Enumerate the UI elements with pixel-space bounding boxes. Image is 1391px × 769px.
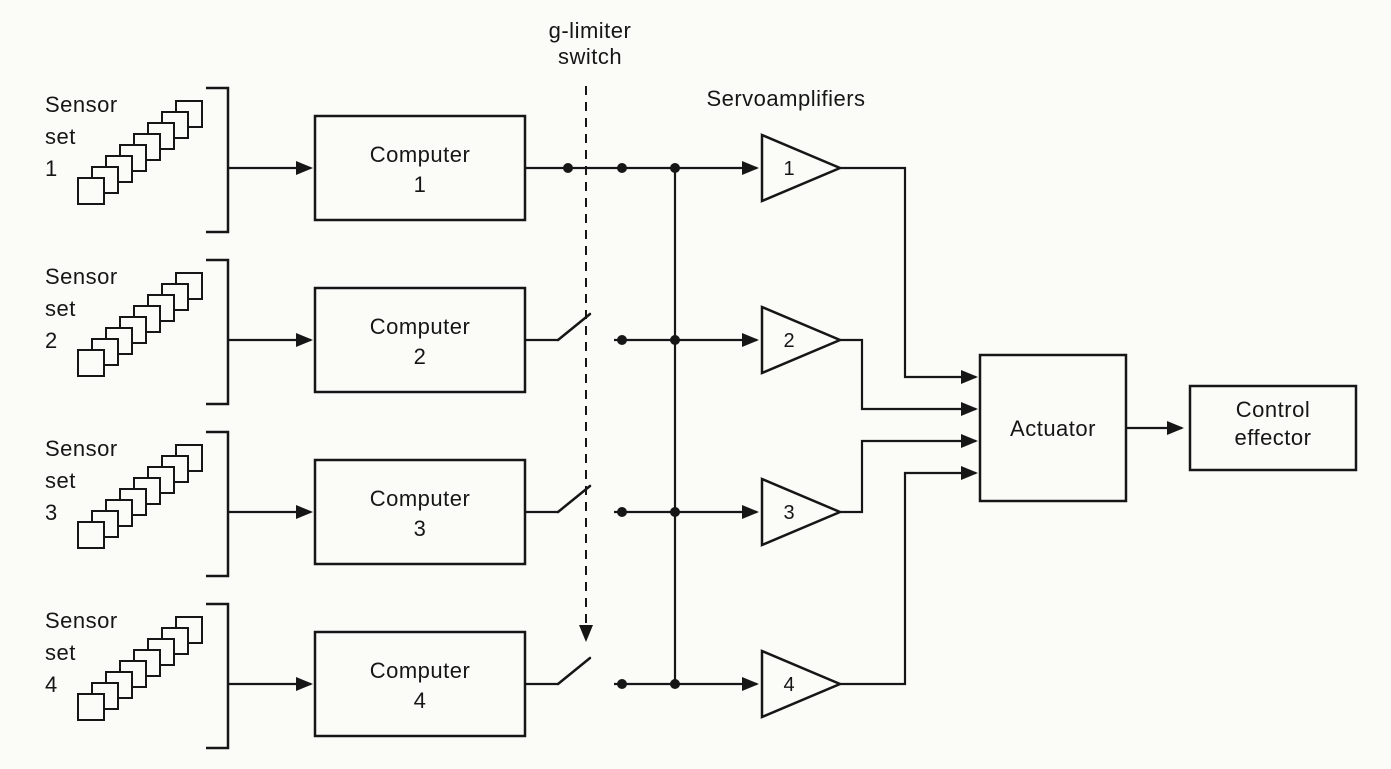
computer-3-number: 3 xyxy=(414,516,427,541)
servoamp-3-symbol xyxy=(760,477,844,547)
junction-dot xyxy=(563,163,573,173)
signal-path-row-1 xyxy=(525,161,759,175)
signal-path-row-3 xyxy=(525,484,759,519)
computer-2: Computer 2 xyxy=(313,286,527,394)
g-limiter-switch-blade-2 xyxy=(556,312,592,342)
junction-dot xyxy=(617,679,627,689)
computer-1-box xyxy=(313,114,527,222)
sensor-set-1-label-line2: set xyxy=(45,124,76,149)
g-limiter-switch-blade-4 xyxy=(556,656,592,686)
computer-4-number: 4 xyxy=(414,688,427,713)
computer-3: Computer 3 xyxy=(313,458,527,566)
junction-dot xyxy=(617,163,627,173)
sensor-set-4-label-line2: set xyxy=(45,640,76,665)
servoamp-4-symbol xyxy=(760,649,844,719)
servoamp-4: 4 xyxy=(760,649,844,719)
sensor-set-4-number: 4 xyxy=(45,672,58,697)
servoamp-1-number: 1 xyxy=(783,158,794,180)
servoamp-2-number: 2 xyxy=(783,330,794,352)
sensor-set-3-label-line1: Sensor xyxy=(45,436,118,461)
sensor-bracket-1 xyxy=(204,86,230,234)
computer-2-box xyxy=(313,286,527,394)
sensor-set-2-label-line1: Sensor xyxy=(45,264,118,289)
sensor-set-2-number: 2 xyxy=(45,328,58,353)
servoamp-2: 2 xyxy=(760,305,844,375)
sensor-set-1: Sensor set 1 xyxy=(45,86,313,234)
computer-2-number: 2 xyxy=(414,344,427,369)
sensor-set-4-label-line1: Sensor xyxy=(45,608,118,633)
sensor-set-2-label-line2: set xyxy=(45,296,76,321)
computer-1: Computer 1 xyxy=(313,114,527,222)
g-limiter-switch-label: g-limiter switch xyxy=(549,18,632,69)
control-effector: Control effector xyxy=(1188,384,1358,472)
computer-3-box xyxy=(313,458,527,566)
servoamp-2-output-wire xyxy=(840,338,978,416)
control-effector-box xyxy=(1188,384,1358,472)
sensor-set-2: Sensor set 2 xyxy=(45,258,313,406)
servoamp-1: 1 xyxy=(760,133,844,203)
computer-3-label: Computer xyxy=(370,486,471,511)
signal-path-row-4 xyxy=(525,656,759,691)
control-effector-label-line2: effector xyxy=(1235,425,1312,450)
computer-4-box xyxy=(313,630,527,738)
servoamp-3-number: 3 xyxy=(783,502,794,524)
g-limiter-label-line2: switch xyxy=(558,44,622,69)
junction-dot xyxy=(617,507,627,517)
sensor-set-1-number: 1 xyxy=(45,156,58,181)
actuator-label: Actuator xyxy=(1010,416,1096,441)
sensor-bracket-3 xyxy=(204,430,230,578)
sensor-set-3-number: 3 xyxy=(45,500,58,525)
servoamp-4-number: 4 xyxy=(783,674,794,696)
control-effector-label-line1: Control xyxy=(1236,397,1310,422)
sensor-set-1-label-line1: Sensor xyxy=(45,92,118,117)
computer-2-label: Computer xyxy=(370,314,471,339)
sensor-bracket-4 xyxy=(204,602,230,750)
sensor-set-4: Sensor set 4 xyxy=(45,602,313,750)
servoamp-1-output-wire xyxy=(840,166,978,384)
junction-dot xyxy=(617,335,627,345)
servoamp-3: 3 xyxy=(760,477,844,547)
servoamplifiers-label: Servoamplifiers xyxy=(706,86,865,111)
computer-4-label: Computer xyxy=(370,658,471,683)
computer-1-number: 1 xyxy=(414,172,427,197)
computer-1-label: Computer xyxy=(370,142,471,167)
g-limiter-label-line1: g-limiter xyxy=(549,18,632,43)
servoamp-3-output-wire xyxy=(840,434,978,514)
sensor-set-3: Sensor set 3 xyxy=(45,430,313,578)
g-limiter-switch-blade-3 xyxy=(556,484,592,514)
servoamp-2-symbol xyxy=(760,305,844,375)
signal-path-row-2 xyxy=(525,312,759,347)
computer-4: Computer 4 xyxy=(313,630,527,738)
sensor-set-3-label-line2: set xyxy=(45,468,76,493)
servoamp-4-output-wire xyxy=(840,466,978,686)
servoamp-1-symbol xyxy=(760,133,844,203)
sensor-bracket-2 xyxy=(204,258,230,406)
actuator: Actuator xyxy=(978,353,1128,503)
